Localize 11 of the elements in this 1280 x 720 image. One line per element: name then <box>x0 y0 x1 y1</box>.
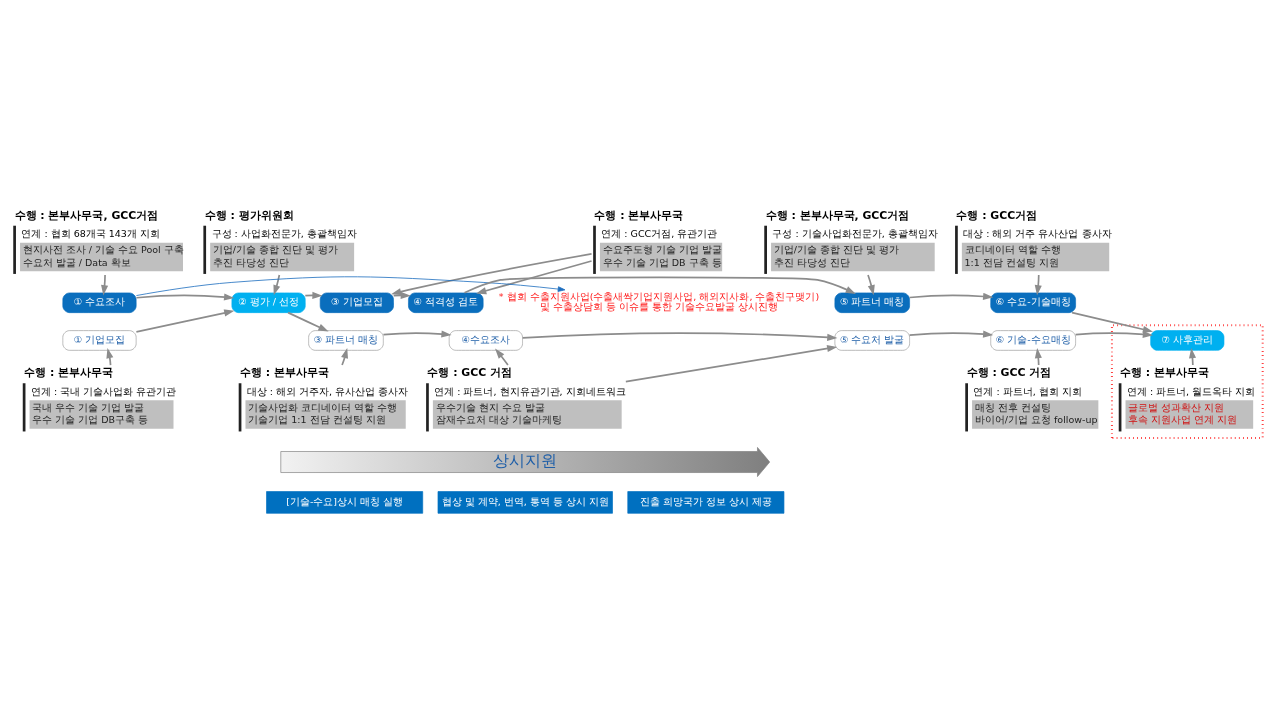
node-label: 수행 : GCC거점 <box>956 208 1038 222</box>
node-label: 수행 : 본부사무국, GCC거점 <box>14 208 159 222</box>
node-label: 수행 : 본부사무국 <box>24 365 114 379</box>
node-label: 수행 : 평가위원회 <box>204 208 294 222</box>
node-label: 수행 : 본부사무국, GCC거점 <box>765 208 910 222</box>
node-text: * 협회 수출지원사업(수출새싹기업지원사업, 해외지사화, 수출친구맺기) 및 수출상담회 등 이슈를 통한 기술수요발굴 상시진행 <box>498 290 820 312</box>
node-label: 수행 : GCC 거점 <box>427 365 513 379</box>
node-label: 수행 : 본부사무국 <box>594 208 684 222</box>
node-label: 수행 : 본부사무국 <box>1120 365 1209 379</box>
node-label: 수행 : GCC 거점 <box>966 365 1052 379</box>
node-label: 수행 : 본부사무국 <box>240 365 329 379</box>
